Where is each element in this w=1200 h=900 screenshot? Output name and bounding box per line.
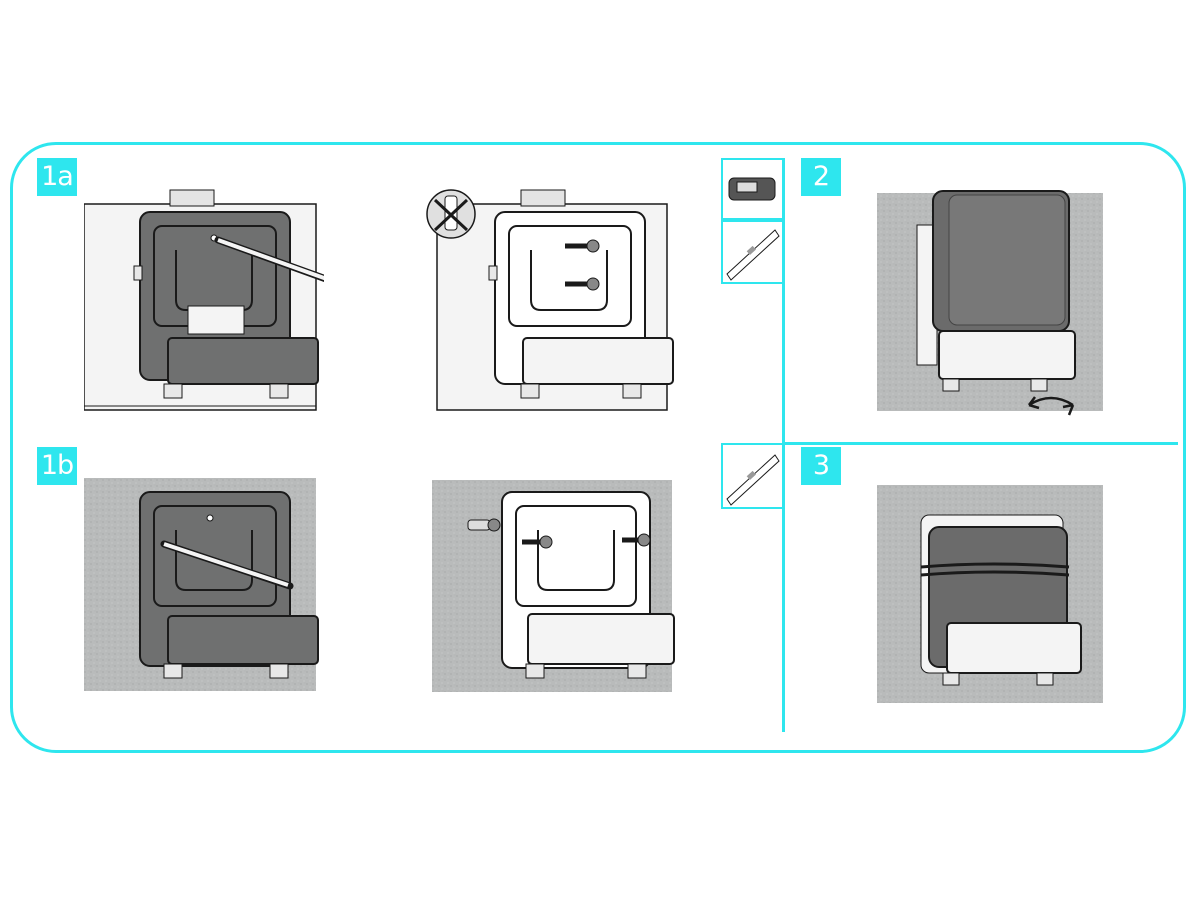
level-icon [726,229,780,281]
step-1a-screw-bracket-illustration [425,188,675,413]
horizontal-divider [785,442,1178,445]
wall-bracket [139,491,319,679]
wall-bracket [133,211,319,399]
wall-plug-icon [467,518,501,532]
step-3-strap-device-illustration [877,485,1107,710]
level-tool-box-bottom [721,443,782,509]
level-icon [726,454,780,506]
step-label-1a: 1a [37,158,77,196]
vertical-divider [782,158,785,732]
wall-bracket [488,211,674,399]
step-1b-screw-bracket-illustration [432,480,677,695]
step-label-1b: 1b [37,447,77,485]
step-label-2: 2 [801,158,841,196]
stud-finder-tool-box [721,158,782,220]
pencil-icon [160,540,294,590]
level-tool-box-top [721,220,782,284]
instruction-frame [10,142,1186,753]
no-wall-plug-icon [426,189,476,239]
pencil-icon [214,236,324,282]
step-1a-mark-holes-illustration [84,188,324,413]
step-1b-mark-holes-illustration [84,478,324,693]
media-device [932,190,1070,332]
wall-bracket [501,491,675,679]
screw-icon [522,533,651,549]
step-label-3: 3 [801,447,841,485]
stud-finder-icon [728,177,776,201]
rotate-arrow-icon [1028,396,1075,416]
strap-icon [920,562,1070,577]
screw-icon [565,239,600,291]
step-2-place-device-illustration [877,185,1107,425]
